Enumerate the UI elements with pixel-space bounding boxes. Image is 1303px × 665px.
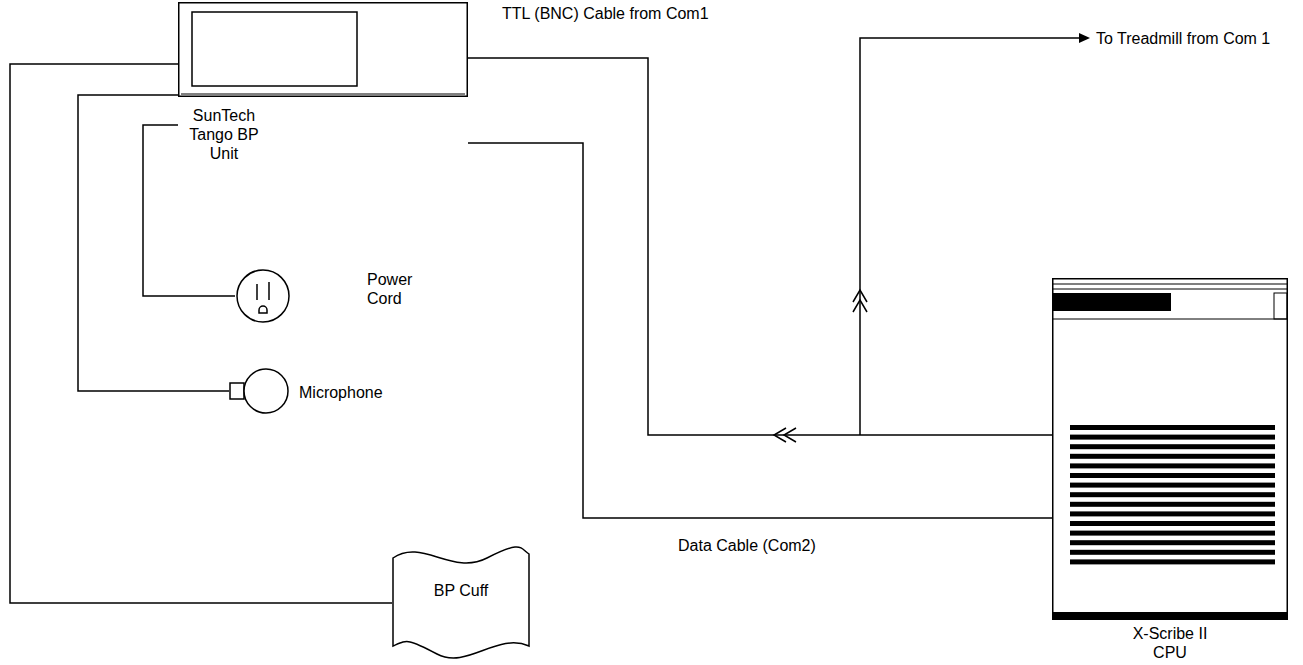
vent-slot <box>1070 502 1275 507</box>
vent-slot <box>1070 540 1275 545</box>
cable-label: TTL (BNC) Cable from Com1 <box>500 4 711 23</box>
cable-label: Data Cable (Com2) <box>676 536 818 555</box>
cable <box>468 58 1052 442</box>
treadmill-line <box>860 38 1085 435</box>
cpu-button <box>1274 293 1287 319</box>
outlet-ground <box>259 306 267 313</box>
cpu-trim <box>1052 284 1288 285</box>
cpu-trim <box>1052 289 1288 290</box>
cuff-outline <box>393 547 529 658</box>
node-label: Microphone <box>299 383 419 402</box>
chevron <box>784 428 796 442</box>
cpu-base <box>1052 612 1288 620</box>
vent-slot <box>1070 425 1275 430</box>
vent-slot <box>1070 473 1275 478</box>
vent-slot <box>1070 531 1275 536</box>
outlet-slot <box>268 282 270 300</box>
callout-label: To Treadmill from Com 1 <box>1096 29 1270 48</box>
arrowhead <box>1079 33 1090 43</box>
vent-slot <box>1070 492 1275 497</box>
vent-slot <box>1070 444 1275 449</box>
vent-slot <box>1070 521 1275 526</box>
vent-slot <box>1070 454 1275 459</box>
unit-screen <box>192 12 357 86</box>
mic-head <box>244 369 288 413</box>
outline <box>229 367 289 415</box>
vent-slot <box>1070 463 1275 468</box>
mic-plug <box>230 383 244 399</box>
unit-edge <box>181 94 465 95</box>
chevron <box>853 300 867 312</box>
cable <box>10 64 392 603</box>
microphone: Microphone <box>229 367 289 415</box>
outlet-slot <box>256 284 258 300</box>
vent-slot <box>1070 559 1275 564</box>
chevron <box>774 428 786 442</box>
cable-line <box>10 64 392 603</box>
outline <box>1052 278 1288 620</box>
cable-line <box>468 143 1052 518</box>
node-label: SunTech Tango BP Unit <box>178 106 270 163</box>
bp-cuff: BP Cuff <box>392 546 530 661</box>
cpu-display <box>1053 293 1171 311</box>
outline <box>178 2 468 97</box>
node-label: Power Cord <box>367 270 429 308</box>
cpu-box: X-Scribe II CPU <box>1052 278 1288 620</box>
vent-slot <box>1070 511 1275 516</box>
unit-housing <box>179 3 468 97</box>
outline <box>235 268 291 324</box>
node-label: BP Cuff <box>392 581 530 600</box>
outline <box>392 546 530 661</box>
cable-line <box>468 58 1052 435</box>
cpu-housing <box>1053 279 1288 620</box>
vent-slot <box>1070 550 1275 555</box>
vent-slot <box>1070 435 1275 440</box>
outlet-face <box>237 270 289 322</box>
power-outlet: Power Cord <box>235 268 291 324</box>
cable <box>468 143 1052 518</box>
cpu-trim <box>1052 319 1288 320</box>
node-label: X-Scribe II CPU <box>1120 624 1220 662</box>
bp-unit-box: SunTech Tango BP Unit <box>178 2 468 97</box>
vent-slot <box>1070 483 1275 488</box>
